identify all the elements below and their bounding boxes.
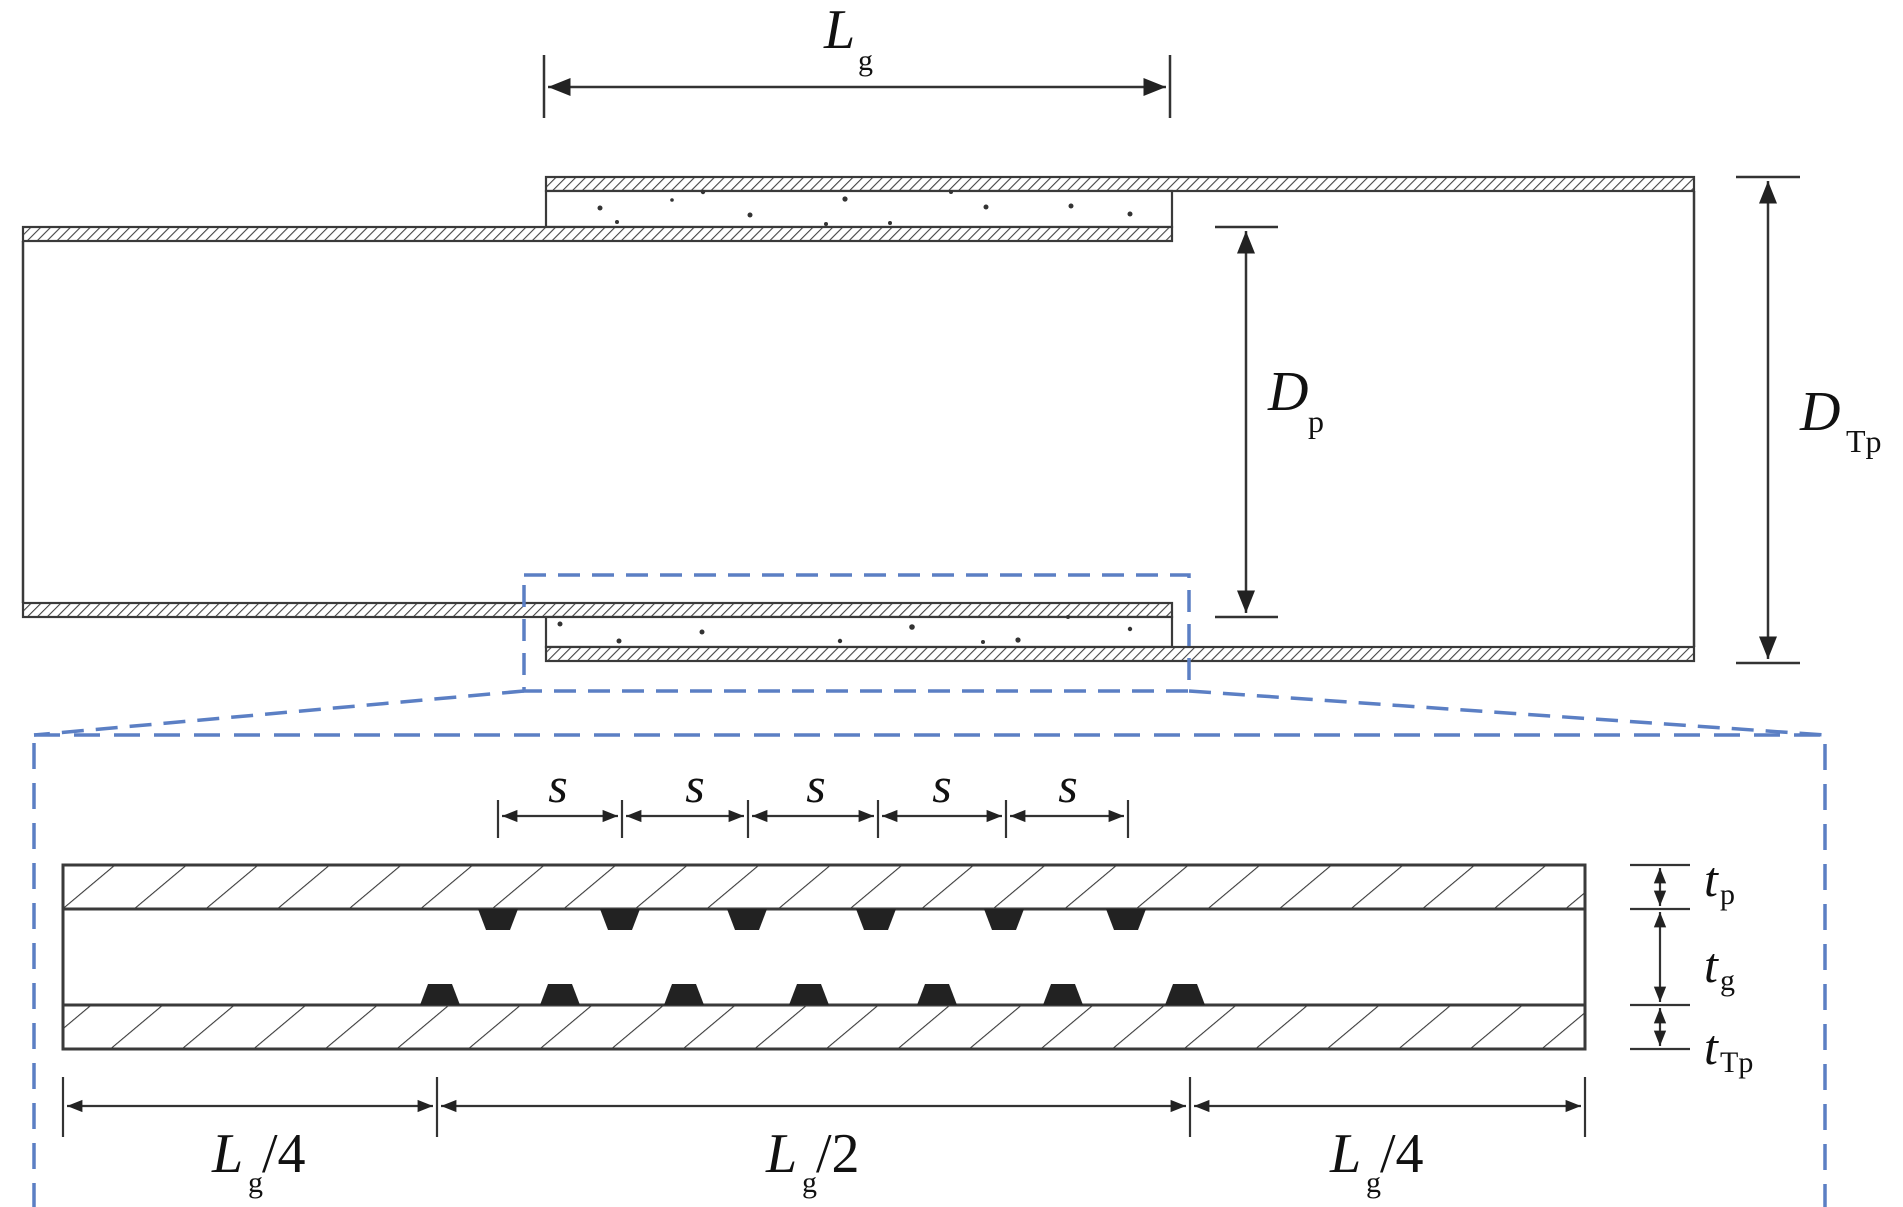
grout-top: [544, 189, 1174, 229]
pipe-diameter-dimension: D p: [1215, 225, 1324, 619]
left-quarter-length-suffix: /4: [262, 1123, 306, 1185]
right-quarter-length-label: L: [1329, 1123, 1361, 1185]
sleeve-shear-keys: [420, 984, 1205, 1005]
grout-bottom: [544, 615, 1174, 649]
thickness-dimensions: t p t g t Tp: [1630, 851, 1753, 1079]
right-quarter-length-suffix: /4: [1380, 1123, 1424, 1185]
spacing-label-3: s: [806, 757, 825, 813]
pipe-bottom-wall: [21, 601, 1174, 619]
grout-aggregate-bottom: [557, 615, 1133, 644]
detail-grout-band: [61, 907, 1587, 1007]
sleeve-thickness-label: t: [1704, 1019, 1719, 1075]
right-quarter-length-subscript: g: [1366, 1166, 1381, 1199]
grout-length-label: L: [823, 0, 855, 61]
grout-thickness-subscript: g: [1720, 964, 1735, 997]
detail-frame: [32, 733, 1827, 1207]
sleeve-thickness-subscript: Tp: [1720, 1046, 1753, 1079]
grout-aggregate-top: [597, 189, 1133, 226]
sleeve-bottom-wall: [544, 645, 1696, 663]
pipe-diameter-label: D: [1267, 361, 1308, 423]
detail-callout-box: [522, 573, 1191, 693]
pipe-thickness-subscript: p: [1720, 878, 1735, 911]
detail-pipe-wall: [61, 863, 1587, 911]
sleeve-top-wall: [544, 175, 1696, 193]
pipe-thickness-label: t: [1704, 851, 1719, 907]
pipe-shear-keys: [478, 909, 1146, 930]
detail-section: s s s s s: [32, 733, 1827, 1207]
pipe-top-wall: [21, 225, 1174, 243]
left-quarter-length-label: L: [211, 1123, 243, 1185]
grout-length-dimension: L g: [542, 0, 1172, 118]
spacing-label-5: s: [1058, 757, 1077, 813]
sleeve-diameter-label: D: [1799, 381, 1840, 443]
grout-length-subscript: g: [858, 44, 873, 77]
half-length-label: L: [765, 1123, 797, 1185]
spacing-label-1: s: [548, 757, 567, 813]
shear-key-spacing: s s s s s: [496, 757, 1130, 838]
pipe-diameter-subscript: p: [1308, 403, 1324, 439]
length-partition-dimensions: L g /4 L g /2 L g /4: [61, 1077, 1587, 1199]
sleeve-diameter-dimension: D Tp: [1736, 175, 1882, 665]
half-length-suffix: /2: [816, 1123, 860, 1185]
spacing-label-4: s: [932, 757, 951, 813]
left-quarter-length-subscript: g: [248, 1166, 263, 1199]
sleeve-diameter-subscript: Tp: [1846, 423, 1882, 459]
grout-thickness-label: t: [1704, 937, 1719, 993]
half-length-subscript: g: [802, 1166, 817, 1199]
spacing-label-2: s: [685, 757, 704, 813]
detail-sleeve-wall: [61, 1003, 1587, 1051]
pipe-elevation: L g: [21, 0, 1882, 737]
